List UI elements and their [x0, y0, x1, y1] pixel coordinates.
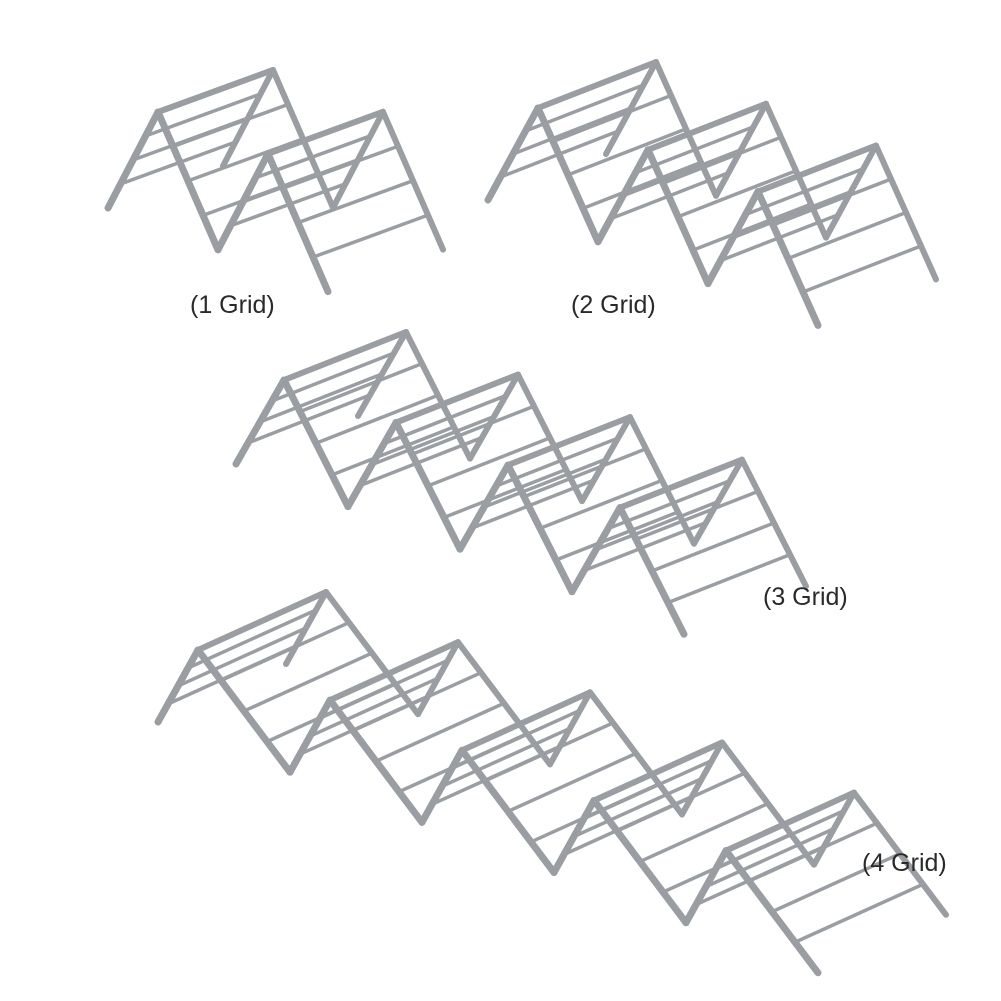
wire-rung: [426, 436, 552, 488]
wire-rung: [450, 708, 582, 771]
label-4-grid: (4 Grid): [862, 849, 947, 877]
wire-rung: [676, 168, 798, 219]
wire-rung: [566, 127, 688, 177]
wire-rung: [308, 676, 440, 738]
wire-rung: [582, 758, 714, 821]
wire-rung: [714, 808, 846, 871]
rack-3-grid: [232, 329, 809, 638]
wire-rung: [470, 478, 596, 530]
wire-peak: [505, 414, 633, 469]
wire-rung: [176, 626, 308, 688]
wire-rung: [704, 826, 836, 889]
wire-rung: [731, 189, 853, 240]
wire-rung: [171, 102, 290, 149]
wire-rung: [314, 393, 440, 446]
wire-rung: [506, 751, 638, 814]
wire-rung: [554, 510, 680, 562]
wire-rung: [311, 213, 430, 259]
wire-rung: [621, 148, 743, 198]
wire-rung: [666, 552, 792, 605]
wire-rung: [522, 447, 648, 499]
wire-rung: [538, 478, 664, 531]
wire-peak: [459, 689, 593, 754]
wire-rung: [594, 499, 720, 552]
wire-rung: [330, 425, 456, 477]
wire-rung: [374, 701, 506, 763]
wire-peak: [327, 639, 461, 704]
wire-rung: [483, 721, 615, 783]
wire-rung: [615, 771, 747, 833]
wire-rung: [582, 520, 708, 573]
wire-rung: [410, 404, 536, 456]
wire-rung: [747, 821, 879, 883]
wire-peak: [617, 456, 745, 511]
wire-peak: [755, 142, 879, 195]
wire-rung: [650, 521, 776, 573]
wire-peak: [535, 59, 659, 111]
label-1-grid: (1 Grid): [190, 291, 275, 319]
wire-peak: [281, 329, 409, 383]
wire-rung: [482, 457, 608, 509]
wire-rung: [572, 776, 704, 839]
wire-rung: [186, 608, 318, 670]
wire-rung: [770, 851, 902, 914]
wire-rung: [318, 658, 450, 720]
wire-rung: [442, 467, 568, 520]
label-2-grid: (2 Grid): [571, 291, 656, 319]
wire-rung: [358, 435, 484, 488]
wire-peak: [645, 100, 769, 153]
wire-peak: [591, 739, 725, 804]
wire-rung: [281, 144, 400, 190]
wire-rung: [298, 361, 424, 414]
wire-rung: [771, 177, 893, 227]
wire-peak: [195, 589, 329, 653]
wire-rung: [801, 244, 923, 294]
wire-peak: [265, 108, 386, 157]
wire-rung: [370, 414, 496, 467]
rack-4-grid: [154, 589, 949, 977]
wire-rung: [634, 489, 760, 542]
wire-rung: [351, 670, 483, 733]
wire-rung: [511, 106, 633, 156]
wire-rung: [258, 372, 384, 424]
wire-peak: [393, 371, 521, 426]
wire-rung: [242, 651, 374, 713]
wire-rung: [219, 620, 351, 683]
wire-rung: [581, 160, 703, 211]
wire-peak: [723, 789, 857, 854]
wire-rung: [296, 178, 415, 225]
wire-rung: [793, 882, 925, 945]
wire-rung: [551, 93, 673, 144]
wire-rung: [786, 210, 908, 261]
wire-rung: [246, 393, 372, 445]
wire-peak: [155, 67, 276, 115]
wire-rung: [638, 801, 770, 864]
wire-rung: [440, 726, 572, 789]
rack-1-grid: [104, 67, 446, 296]
wire-rung: [661, 135, 783, 185]
label-3-grid: (3 Grid): [763, 583, 848, 611]
wire-rung: [691, 202, 813, 252]
rack-2-grid: [484, 59, 939, 329]
